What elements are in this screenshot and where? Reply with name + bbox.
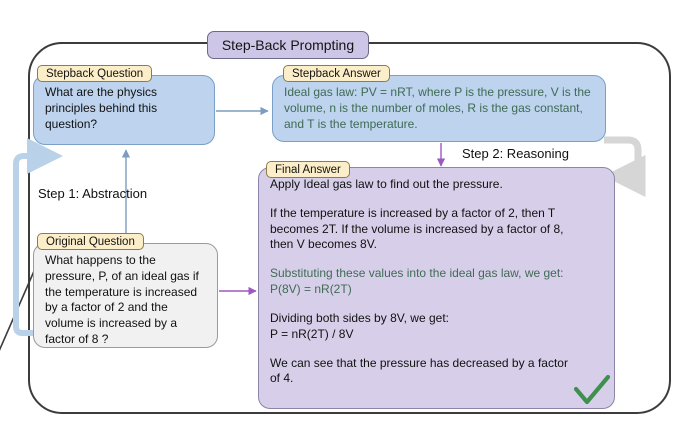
diagram-title: Step-Back Prompting [207,31,369,59]
stepback-answer-box: Ideal gas law: PV = nRT, where P is the … [272,75,606,142]
tab-original-question: Original Question [37,233,144,250]
stepback-answer-text: Ideal gas law: PV = nRT, where P is the … [284,85,591,131]
final-answer-box: Apply Ideal gas law to find out the pres… [258,167,615,409]
final-answer-paragraph-1: Apply Ideal gas law to find out the pres… [270,177,603,193]
final-answer-line: Dividing both sides by 8V, we get: [270,310,449,325]
final-answer-paragraph-3: Substituting these values into the ideal… [270,266,603,298]
final-answer-line: Apply Ideal gas law to find out the pres… [270,177,503,191]
final-answer-line: Substituting these values into the ideal… [270,266,564,281]
step2-caption: Step 2: Reasoning [462,146,569,161]
stepback-question-box: What are the physics principles behind t… [33,75,215,145]
final-answer-line: then V becomes 8V. [270,237,377,252]
final-answer-paragraph-5: We can see that the pressure has decreas… [270,356,603,388]
final-answer-line: becomes 2T. If the volume is increased b… [270,221,564,236]
tab-final-answer: Final Answer [266,161,350,178]
final-answer-paragraph-4: Dividing both sides by 8V, we get: P = n… [270,311,603,343]
final-answer-line: We can see that the pressure has decreas… [270,355,568,370]
step1-caption: Step 1: Abstraction [38,186,148,201]
final-answer-line: P = nR(2T) / 8V [270,326,354,341]
final-answer-line: If the temperature is increased by a fac… [270,205,556,220]
original-question-box: What happens to the pressure, P, of an i… [33,243,218,348]
check-mark-icon [573,374,611,405]
final-answer-line: P(8V) = nR(2T) [270,282,352,297]
tab-stepback-question: Stepback Question [37,65,153,82]
final-answer-paragraph-2: If the temperature is increased by a fac… [270,206,603,253]
final-answer-line: of 4. [270,371,294,386]
tab-stepback-answer: Stepback Answer [283,65,390,82]
